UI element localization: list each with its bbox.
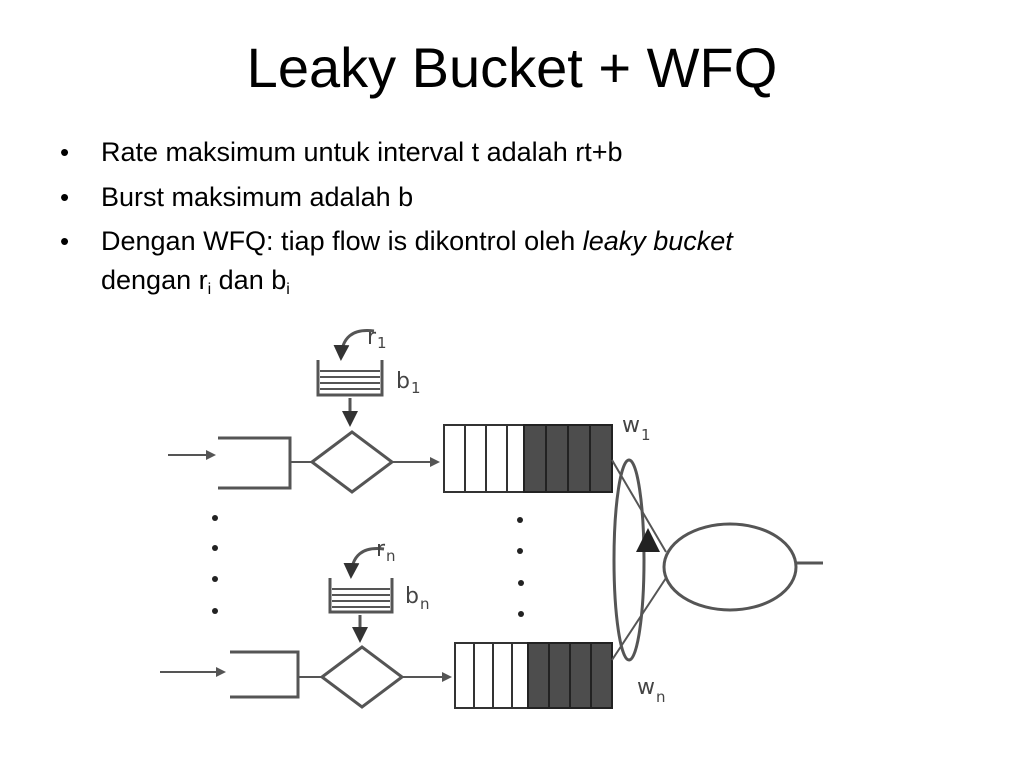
- label-wn: wn: [637, 675, 666, 706]
- label-rn: rn: [376, 537, 396, 565]
- label-r1-main: r: [367, 325, 377, 350]
- queue-cell-filled: [548, 642, 571, 709]
- label-rn-sub: n: [386, 547, 396, 565]
- queue-cell-filled: [545, 424, 569, 493]
- label-bn-sub: n: [420, 595, 430, 613]
- regulator-diamond-bottom: [319, 645, 405, 709]
- bullet-marker: •: [60, 226, 70, 256]
- bullet-wfq-line2: dengan ri dan bi: [101, 263, 290, 298]
- queue-cell-filled: [523, 424, 547, 493]
- label-b1-main: b: [396, 369, 410, 394]
- queue-cell-filled: [527, 642, 550, 709]
- ellipsis-dots-left: [212, 515, 218, 614]
- token-rate-arrow-bottom: [343, 547, 385, 579]
- label-b1-sub: 1: [411, 379, 421, 397]
- regulator-diamond-top: [309, 430, 395, 494]
- bullet-marker: •: [60, 137, 70, 167]
- round-robin-arrowhead: [636, 528, 660, 552]
- label-w1-main: w: [622, 413, 640, 438]
- slide-title: Leaky Bucket + WFQ: [246, 36, 778, 99]
- token-bucket-bottom: [328, 578, 394, 614]
- queue-cell-filled: [567, 424, 591, 493]
- bullet-marker: •: [60, 182, 70, 212]
- wfq-queue-bottom: [454, 642, 613, 709]
- label-wn-sub: n: [656, 688, 666, 706]
- queue-cell-filled: [569, 642, 592, 709]
- queue-cell-filled: [589, 424, 613, 493]
- label-r1: r1: [367, 325, 387, 352]
- queue-cell-empty: [464, 424, 487, 493]
- queue-cell-empty: [473, 642, 494, 709]
- input-buffer-top: [218, 436, 292, 490]
- input-buffer-bottom: [230, 650, 300, 699]
- bullet-rate: Rate maksimum untuk interval t adalah rt…: [101, 137, 623, 167]
- queue-cell-empty: [454, 642, 475, 709]
- queue-cell-empty: [485, 424, 508, 493]
- label-bn: bn: [405, 584, 429, 613]
- label-w1-sub: 1: [641, 426, 651, 444]
- bullet-wfq-r-sub: i: [207, 281, 212, 298]
- label-w1: w1: [622, 413, 651, 444]
- queue-cell-empty: [511, 642, 529, 709]
- round-robin-loop: [612, 458, 646, 662]
- label-wn-main: w: [637, 675, 655, 700]
- label-bn-main: b: [405, 584, 419, 609]
- bullet-burst: Burst maksimum adalah b: [101, 182, 414, 212]
- bullet-wfq-text: Dengan WFQ: tiap flow is dikontrol oleh: [101, 226, 583, 256]
- bullet-wfq-b-sub: i: [286, 281, 290, 298]
- bullet-wfq-r: dengan r: [101, 265, 208, 295]
- queue-cell-empty: [506, 424, 525, 493]
- server-circle: [662, 522, 798, 612]
- queue-cell-empty: [443, 424, 466, 493]
- queue-cell-filled: [590, 642, 613, 709]
- label-rn-main: r: [376, 537, 386, 562]
- bullet-wfq-line1: Dengan WFQ: tiap flow is dikontrol oleh …: [101, 224, 733, 258]
- wfq-queue-top: [443, 424, 613, 493]
- label-b1: b1: [396, 369, 421, 397]
- token-bucket-top: [316, 360, 384, 397]
- bullet-wfq-italic: leaky bucket: [582, 226, 733, 256]
- queue-cell-empty: [492, 642, 513, 709]
- queue-bottom-to-server-line: [611, 577, 667, 661]
- ellipsis-dots-middle: [517, 517, 524, 617]
- bullet-wfq-b: dan b: [211, 265, 287, 295]
- label-r1-sub: 1: [377, 334, 387, 352]
- token-rate-arrow-top: [333, 329, 375, 361]
